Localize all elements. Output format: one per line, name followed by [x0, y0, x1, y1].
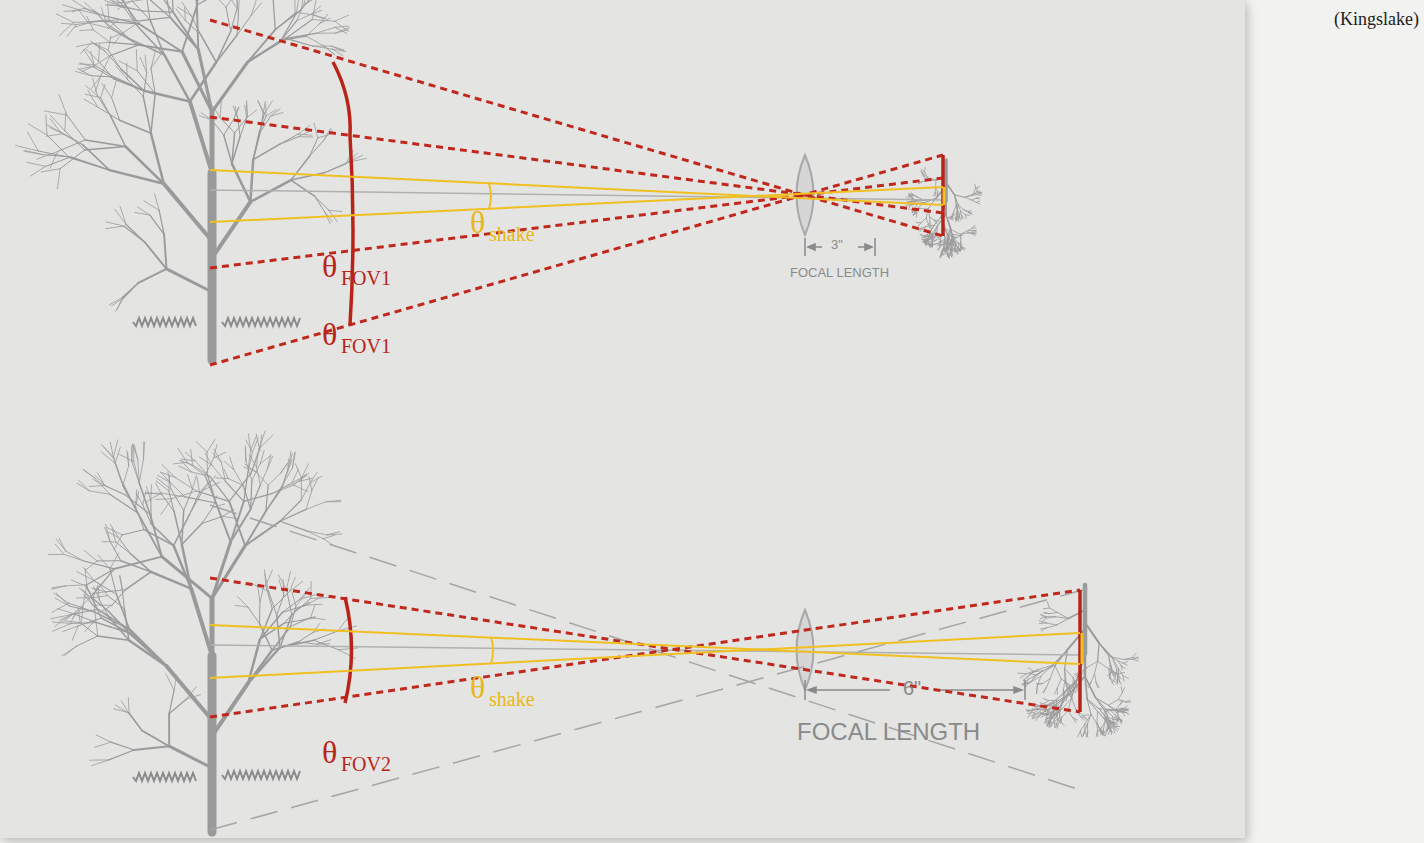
grey-rays [210, 190, 1080, 655]
dimension-label: FOCAL LENGTH [797, 720, 980, 744]
source-credit: (Kingslake) [1334, 10, 1419, 28]
grass [133, 318, 300, 781]
angle-subscript: FOV2 [341, 754, 391, 774]
angle-symbol: θ [470, 206, 485, 238]
angle-symbol: θ [470, 671, 485, 703]
angle-symbol: θ [322, 250, 337, 282]
tree-figures [16, 0, 1139, 832]
angle-subscript: shake [489, 224, 535, 244]
focal-length-dimension [805, 238, 1025, 700]
lens [797, 155, 814, 690]
angle-subscript: shake [489, 689, 535, 709]
angle-symbol: θ [322, 736, 337, 768]
angle-subscript: FOV1 [341, 268, 391, 288]
dimension-value: 6" [903, 678, 921, 698]
fov-arcs [333, 62, 1080, 712]
fov-rays [210, 20, 1080, 717]
grey-dashed-fov [210, 505, 1090, 830]
angle-symbol: θ [322, 318, 337, 350]
dimension-value: 3" [831, 238, 843, 251]
dimension-label: FOCAL LENGTH [790, 266, 889, 279]
shake-rays [210, 170, 1082, 678]
angle-subscript: FOV1 [341, 336, 391, 356]
